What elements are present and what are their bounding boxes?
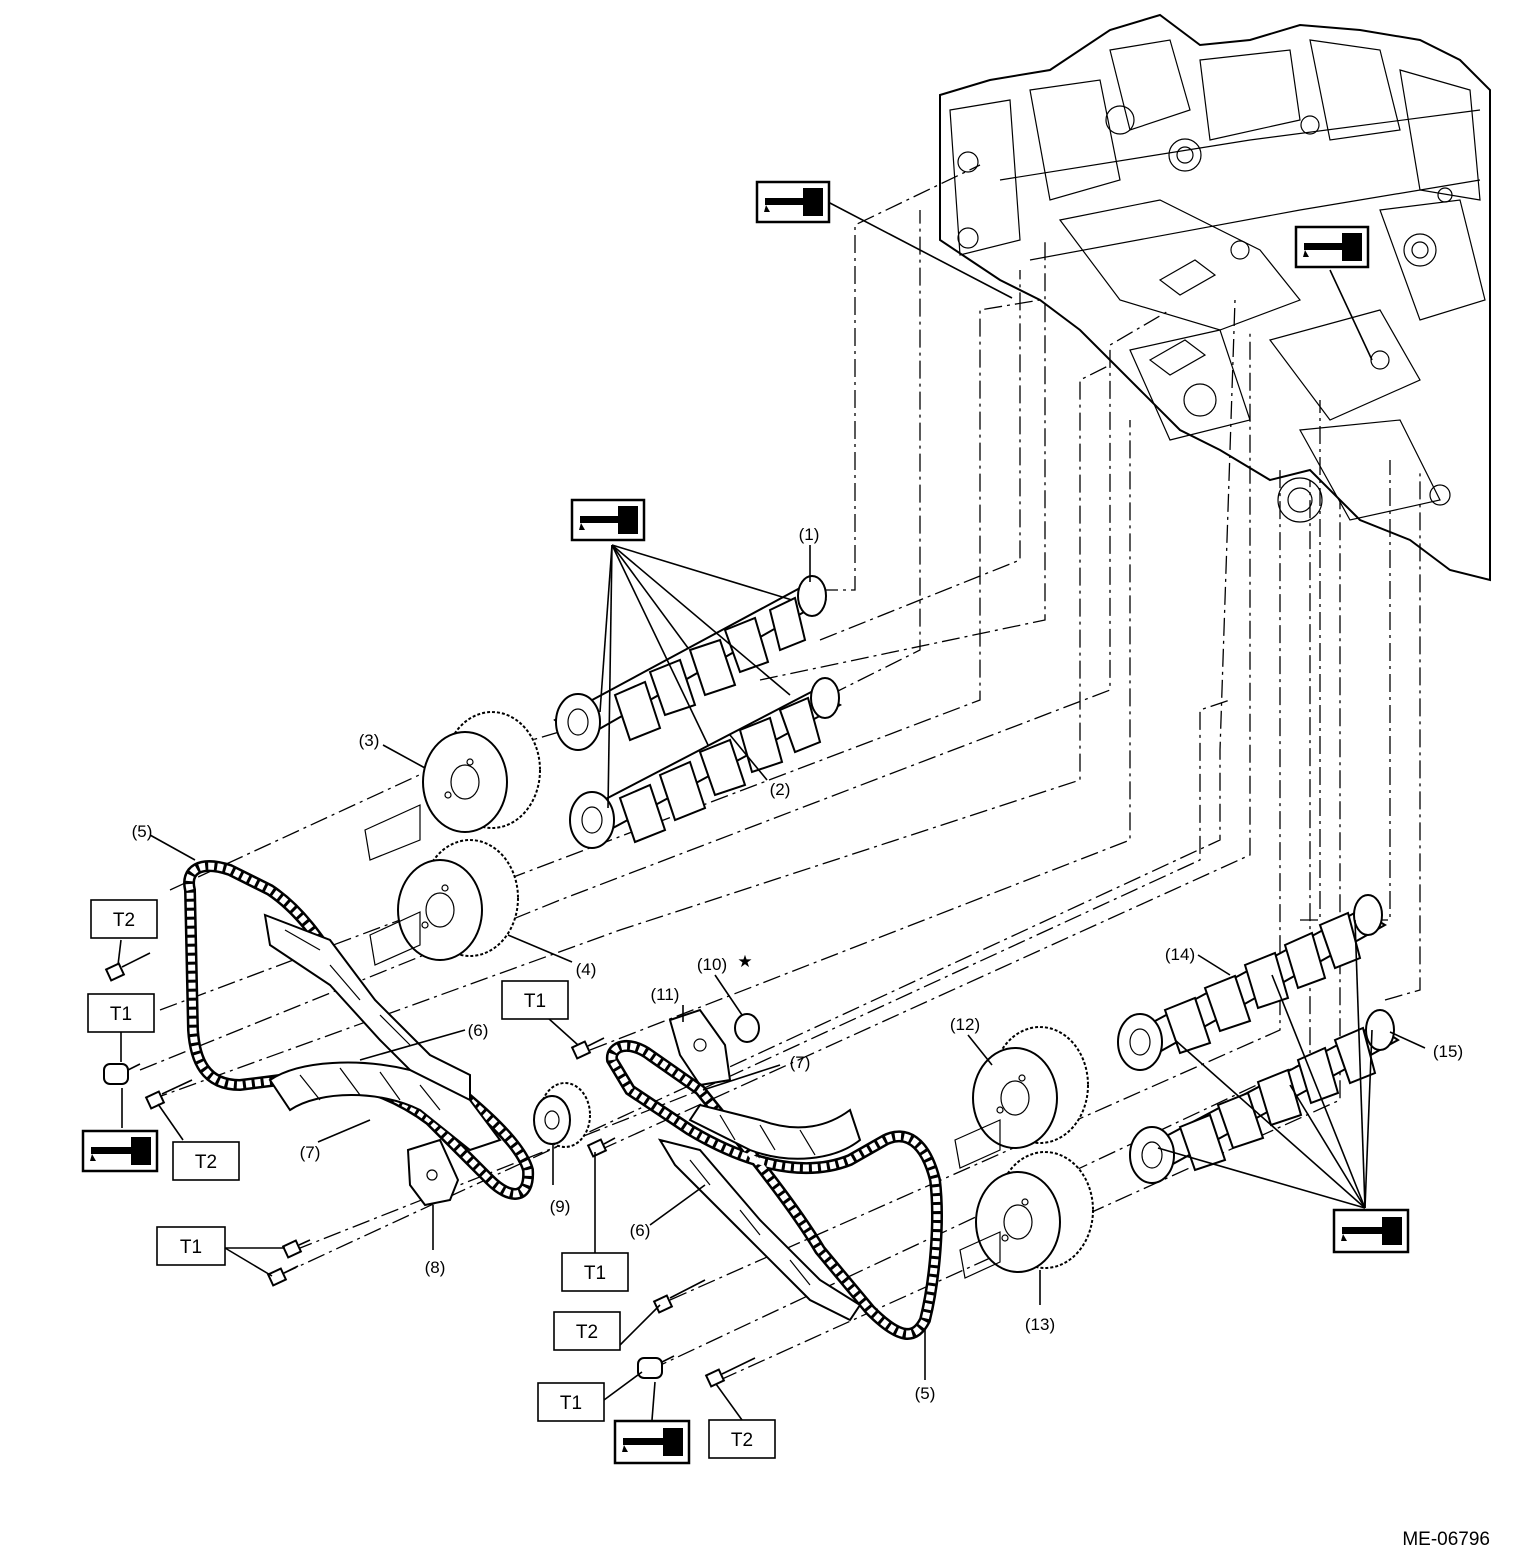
label-part-4: (4) [576,960,597,979]
bolt [103,1063,141,1085]
cylinder-head-block [939,13,1491,582]
camshaft-14 [1117,894,1387,1071]
label-part-9: (9) [550,1197,571,1216]
label-part-7: (7) [300,1143,321,1162]
label-part-10: (10) [697,955,727,974]
torque-box-t1: T1 [87,993,155,1033]
torque-label: T2 [576,1322,598,1343]
reference-code: ME-06796 [1402,1529,1490,1550]
label-part-5: (5) [132,822,153,841]
idler-11 [668,1008,732,1087]
chain-guide-7-left [268,1061,502,1152]
bolts [103,952,756,1388]
torque-label: T1 [180,1237,202,1258]
bolt [570,1037,605,1060]
cam-sprocket-4 [369,839,519,966]
torque-label: T1 [560,1393,582,1414]
bolt [104,952,151,982]
chain-guide-6-right [657,1138,862,1322]
bolt [704,1357,756,1388]
oil-can-icon [81,1129,159,1173]
chain-tensioner-8 [406,1138,460,1207]
label-part-8: (8) [425,1258,446,1277]
oil-can-icon [1294,225,1370,269]
label-part-7: (7) [790,1053,811,1072]
torque-box-t1: T1 [537,1382,605,1422]
timing-chain-left [183,860,535,1200]
oil-can-icon [755,180,831,224]
bolt [652,1279,706,1314]
torque-label: T2 [195,1152,217,1173]
label-part-14: (14) [1165,945,1195,964]
torque-label: T1 [524,991,546,1012]
label-part-1: (1) [799,525,820,544]
label-part-3: (3) [359,731,380,750]
label-part-11: (11) [651,985,680,1004]
oil-can-icon [1332,1208,1410,1254]
camshaft-2 [569,677,843,849]
timing-chain-right [606,1040,943,1340]
leader-lines [117,545,1426,1421]
bolt [144,1079,193,1110]
oil-can-icon [570,498,646,542]
camshaft-15 [1129,1009,1400,1184]
cam-sprocket-12 [954,1026,1089,1169]
label-part-13: (13) [1025,1315,1055,1334]
torque-box-t2: T2 [708,1419,776,1459]
torque-box-t2: T2 [90,899,158,939]
torque-box-t1: T1 [156,1226,226,1266]
bolt [266,1265,299,1287]
torque-label: T2 [731,1430,753,1451]
label-part-6: (6) [468,1021,489,1040]
label-part-15: (15) [1433,1042,1463,1061]
label-part-5: (5) [915,1384,936,1403]
bolt [586,1137,616,1158]
star-icon: ★ [737,952,752,971]
lubrication-arrows [121,201,1373,1421]
chain-guide-7-right [688,1103,862,1160]
crank-sprocket-9 [533,1082,591,1148]
torque-box-t2: T2 [172,1141,240,1181]
cam-sprocket-3 [364,711,541,861]
cam-sprocket-13 [959,1151,1094,1279]
label-part-12: (12) [950,1015,980,1034]
bolt [637,1355,675,1379]
o-ring-10 [734,1013,760,1043]
part-labels: (1) (2) (3) (4) (5) (5) (6) (6) (7) (7) … [132,525,1464,1403]
torque-box-t2: T2 [553,1311,621,1351]
torque-label: T1 [110,1004,132,1025]
bolt [281,1239,311,1259]
torque-box-t1: T1 [501,980,569,1020]
camshaft-1 [553,575,828,751]
label-part-2: (2) [770,780,791,799]
torque-box-t1: T1 [561,1252,629,1292]
label-part-6: (6) [630,1221,651,1240]
torque-label: T1 [584,1263,606,1284]
oil-can-icon [613,1419,691,1465]
torque-label: T2 [113,910,135,931]
